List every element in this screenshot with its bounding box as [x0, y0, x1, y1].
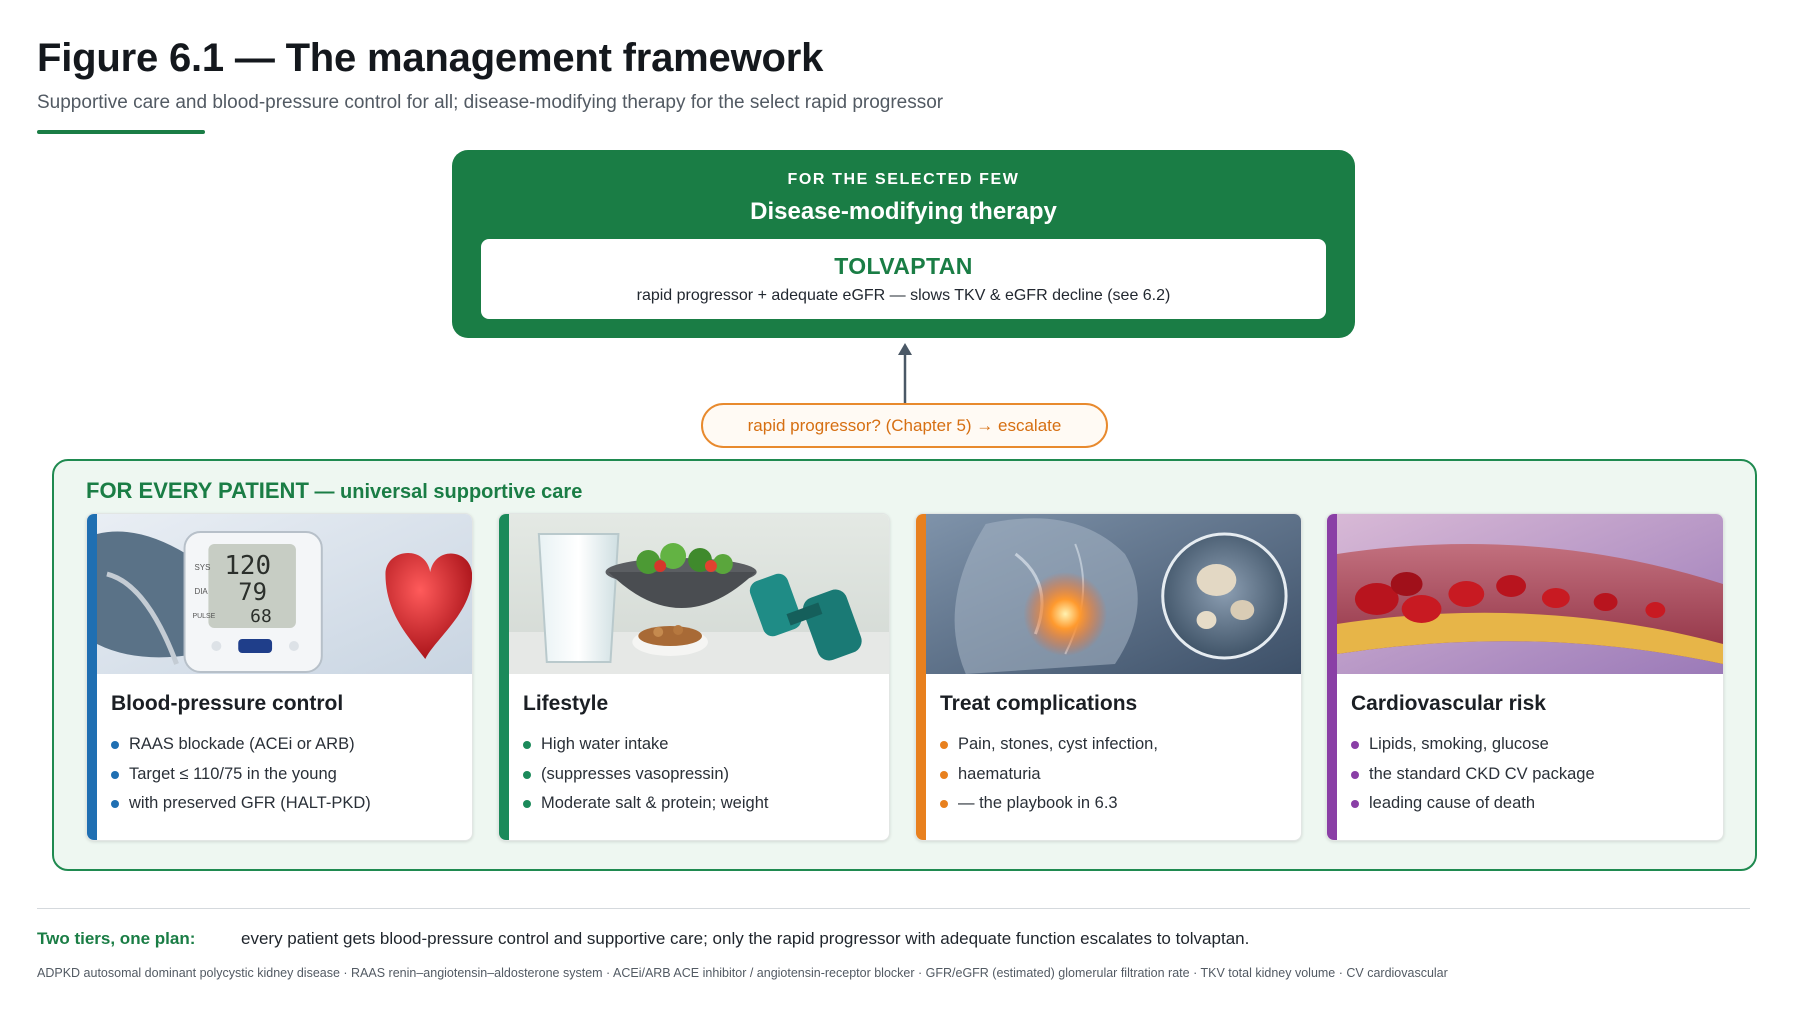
card-accent-bar: [916, 514, 926, 840]
monitor-sys-value: 120: [224, 551, 271, 581]
list-item: haematuria: [940, 760, 1158, 790]
list-item: Lipids, smoking, glucose: [1351, 730, 1595, 760]
card-bullet-list: Lipids, smoking, glucose the standard CK…: [1351, 730, 1595, 819]
footer-summary: every patient gets blood-pressure contro…: [241, 929, 1250, 948]
tolvaptan-box: TOLVAPTAN rapid progressor + adequate eG…: [481, 239, 1326, 319]
top-tier-heading: Disease-modifying therapy: [750, 198, 1057, 225]
drug-name: TOLVAPTAN: [834, 253, 973, 279]
top-tier-kicker: FOR THE SELECTED FEW: [787, 171, 1020, 188]
card-accent-bar: [87, 514, 97, 840]
card-cardiovascular: Cardiovascular risk Lipids, smoking, glu…: [1326, 513, 1724, 841]
bottom-tier-heading-lead: FOR EVERY PATIENT: [86, 478, 309, 503]
escalation-arrow-icon: [898, 343, 912, 403]
card-title: Blood-pressure control: [111, 692, 344, 715]
monitor-pulse-value: 68: [250, 606, 272, 627]
water-salad-dumbbell-image: [509, 514, 889, 674]
list-item: RAAS blockade (ACEi or ARB): [111, 730, 371, 760]
list-item: (suppresses vasopressin): [523, 760, 768, 790]
drug-description: rapid progressor + adequate eGFR — slows…: [636, 287, 1171, 304]
card-title: Cardiovascular risk: [1351, 692, 1546, 715]
bottom-tier-heading: FOR EVERY PATIENT — universal supportive…: [86, 478, 582, 504]
list-item: Pain, stones, cyst infection,: [940, 730, 1158, 760]
list-item: with preserved GFR (HALT-PKD): [111, 789, 371, 819]
disease-modifying-tier: FOR THE SELECTED FEW Disease-modifying t…: [452, 150, 1355, 338]
card-lifestyle: Lifestyle High water intake (suppresses …: [498, 513, 890, 841]
escalation-criterion-pill: rapid progressor? (Chapter 5) → escalate: [701, 403, 1108, 448]
title-underline: [37, 130, 205, 134]
card-bullet-list: High water intake (suppresses vasopressi…: [523, 730, 768, 819]
monitor-pulse-label: PULSE: [192, 613, 215, 620]
card-title: Lifestyle: [523, 692, 609, 715]
card-blood-pressure: SYS DIA PULSE 120 79 68 Blood-pressure c…: [86, 513, 473, 841]
monitor-sys-label: SYS: [194, 563, 210, 572]
list-item: High water intake: [523, 730, 768, 760]
card-accent-bar: [1327, 514, 1337, 840]
footer-key: Two tiers, one plan:: [37, 929, 196, 948]
figure-subtitle: Supportive care and blood-pressure contr…: [37, 92, 944, 113]
card-title: Treat complications: [940, 692, 1138, 715]
monitor-dia-label: DIA: [194, 587, 208, 596]
list-item: the standard CKD CV package: [1351, 760, 1595, 790]
kidney-stones-image: [926, 514, 1301, 674]
card-accent-bar: [499, 514, 509, 840]
list-item: Moderate salt & protein; weight: [523, 789, 768, 819]
list-item: leading cause of death: [1351, 789, 1595, 819]
universal-care-tier: FOR EVERY PATIENT — universal supportive…: [52, 459, 1757, 871]
card-bullet-list: Pain, stones, cyst infection, haematuria…: [940, 730, 1158, 819]
list-item: — the playbook in 6.3: [940, 789, 1158, 819]
abbreviations-line: ADPKD autosomal dominant polycystic kidn…: [37, 966, 1448, 980]
footer-divider: [37, 908, 1750, 909]
monitor-dia-value: 79: [238, 578, 267, 606]
card-bullet-list: RAAS blockade (ACEi or ARB) Target ≤ 110…: [111, 730, 371, 819]
figure-title: Figure 6.1 — The management framework: [37, 36, 824, 80]
bottom-tier-heading-rest: — universal supportive care: [308, 481, 583, 503]
card-complications: Treat complications Pain, stones, cyst i…: [915, 513, 1302, 841]
list-item: Target ≤ 110/75 in the young: [111, 760, 371, 790]
artery-plaque-image: [1337, 514, 1723, 674]
blood-pressure-monitor-heart-image: SYS DIA PULSE 120 79 68: [97, 514, 472, 674]
